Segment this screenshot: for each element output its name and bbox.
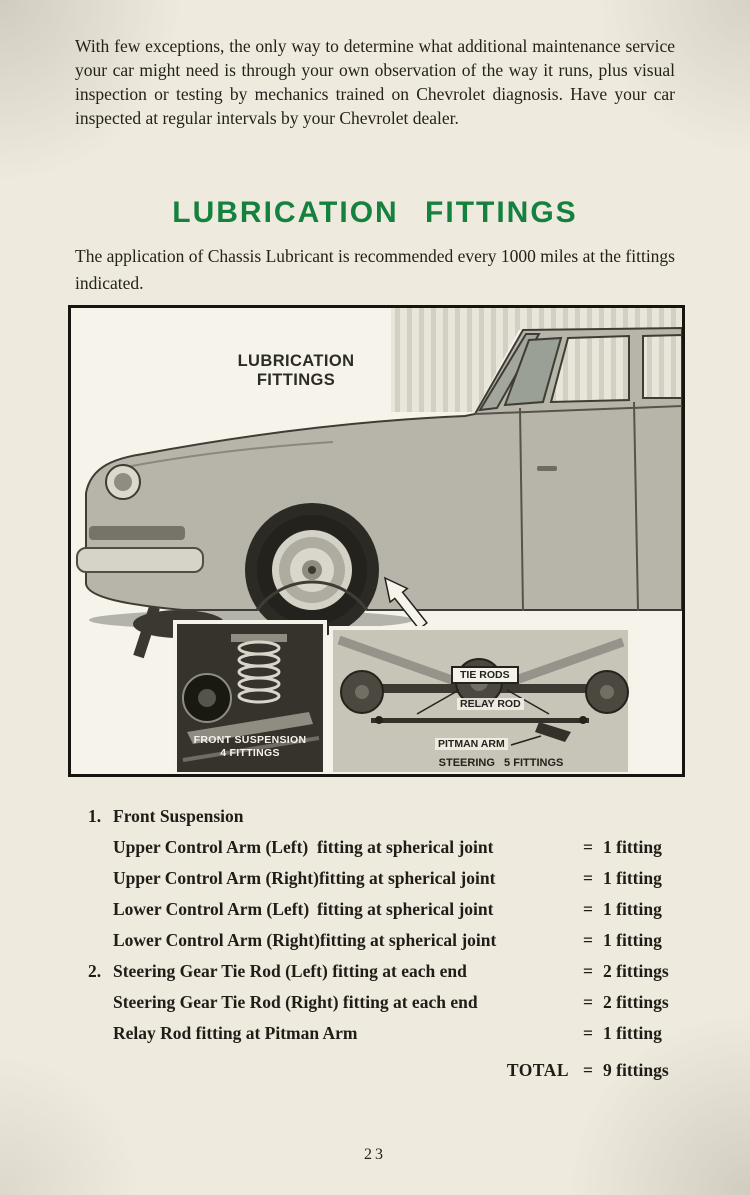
total-label: TOTAL xyxy=(506,1060,569,1080)
equals-sign: = xyxy=(583,899,593,919)
tie-rods-label: TIE RODS xyxy=(451,666,519,684)
grille xyxy=(89,526,185,540)
fitting-name: Steering Gear Tie Rod (Left) fitting at … xyxy=(113,961,467,981)
fitting-name: Upper Control Arm (Right) xyxy=(113,868,319,888)
front-suspension-inset xyxy=(173,620,327,774)
fittings-list: 1. Front Suspension Upper Control Arm (L… xyxy=(88,806,699,1091)
fitting-desc: fitting at spherical joint xyxy=(317,899,494,919)
fitting-desc: fitting at spherical joint xyxy=(319,930,497,950)
fitting-name: Steering Gear Tie Rod (Right) fitting at… xyxy=(113,992,478,1012)
fitting-name: Upper Control Arm (Left) xyxy=(113,837,309,857)
pitman-arm-label: PITMAN ARM xyxy=(435,738,508,750)
equals-sign: = xyxy=(583,868,593,888)
car-illustration xyxy=(76,308,682,774)
total-count: 9 fittings xyxy=(603,1060,669,1080)
bumper xyxy=(76,547,204,573)
equals-sign: = xyxy=(583,1023,593,1043)
headlight xyxy=(105,464,141,500)
equals-sign: = xyxy=(583,837,593,857)
total-row: TOTAL = 9 fittings xyxy=(88,1060,699,1081)
windows xyxy=(478,333,682,612)
background-stripes xyxy=(391,308,682,330)
fitting-count: 1 fitting xyxy=(603,868,662,888)
list-row: Lower Control Arm (Left) fitting at spher… xyxy=(88,899,699,920)
list-row: Upper Control Arm (Right)fitting at sphe… xyxy=(88,868,699,889)
steering-inset xyxy=(329,626,632,774)
item-number: 2. xyxy=(88,961,102,981)
figure-caption-line1: LUBRICATION xyxy=(237,352,355,370)
fitting-desc: fitting at spherical joint xyxy=(317,837,494,857)
list-row: Lower Control Arm (Right)fitting at sphe… xyxy=(88,930,699,951)
list-row: Steering Gear Tie Rod (Right) fitting at… xyxy=(88,992,699,1013)
front-suspension-label-line1: FRONT SUSPENSION xyxy=(193,734,307,746)
fitting-count: 2 fittings xyxy=(603,992,669,1012)
fitting-count: 1 fitting xyxy=(603,837,662,857)
equals-sign: = xyxy=(583,992,593,1012)
door-handle xyxy=(537,466,557,471)
section-title: Front Suspension xyxy=(113,806,244,826)
front-wheel xyxy=(245,503,379,637)
front-suspension-label-line2: 4 FITTINGS xyxy=(220,747,280,759)
fitting-name: Lower Control Arm (Right) xyxy=(113,930,320,950)
section-heading: LUBRICATION FITTINGS xyxy=(172,196,578,229)
equals-sign: = xyxy=(583,930,593,950)
item-number: 1. xyxy=(88,806,102,826)
page-number: 23 xyxy=(364,1146,386,1163)
figure-caption: LUBRICATION FITTINGS xyxy=(211,352,381,390)
fitting-count: 2 fittings xyxy=(603,961,669,981)
list-row: 2. Steering Gear Tie Rod (Left) fitting … xyxy=(88,961,699,982)
fitting-count: 1 fitting xyxy=(603,899,662,919)
fitting-count: 1 fitting xyxy=(603,930,662,950)
fitting-name: Relay Rod fitting at Pitman Arm xyxy=(113,1023,358,1043)
list-row: Relay Rod fitting at Pitman Arm = 1 fitt… xyxy=(88,1023,699,1044)
lubrication-figure: LUBRICATION FITTINGS FRONT SUSPENSION 4 … xyxy=(68,305,685,777)
fitting-name: Lower Control Arm (Left) xyxy=(113,899,310,919)
front-suspension-label: FRONT SUSPENSION 4 FITTINGS xyxy=(177,734,323,760)
fitting-desc: fitting at spherical joint xyxy=(318,868,496,888)
list-row: 1. Front Suspension xyxy=(88,806,699,827)
relay-rod-label: RELAY ROD xyxy=(457,698,524,710)
list-row: Upper Control Arm (Left) fitting at spher… xyxy=(88,837,699,858)
intro-paragraph: With few exceptions, the only way to det… xyxy=(75,36,675,128)
fitting-count: 1 fitting xyxy=(603,1023,662,1043)
figure-caption-line2: FITTINGS xyxy=(256,371,336,389)
lead-paragraph: The application of Chassis Lubricant is … xyxy=(75,246,675,293)
equals-sign: = xyxy=(583,1060,593,1080)
steering-fittings-label: STEERING 5 FITTINGS xyxy=(438,757,564,769)
equals-sign: = xyxy=(583,961,593,981)
